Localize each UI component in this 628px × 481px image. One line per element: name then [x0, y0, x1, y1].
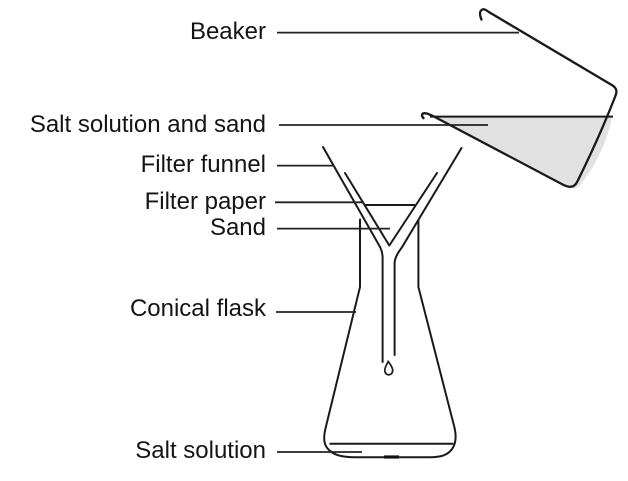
- beaker-liquid-fill: [433, 117, 612, 189]
- label-filter-funnel: Filter funnel: [140, 151, 266, 178]
- filter-funnel-left-edge: [322, 146, 384, 363]
- label-beaker: Beaker: [189, 18, 266, 45]
- label-sand: Sand: [209, 214, 266, 241]
- beaker-outline: [420, 8, 618, 188]
- label-salt-solution: Salt solution: [135, 437, 266, 464]
- filter-funnel-right-edge: [393, 147, 463, 356]
- filter-paper-cone: [344, 172, 438, 247]
- label-salt-solution-and-sand: Salt solution and sand: [29, 111, 266, 138]
- liquid-drop: [383, 359, 394, 376]
- label-conical-flask: Conical flask: [129, 295, 266, 322]
- label-filter-paper: Filter paper: [144, 188, 266, 215]
- conical-flask-outline: [323, 218, 457, 459]
